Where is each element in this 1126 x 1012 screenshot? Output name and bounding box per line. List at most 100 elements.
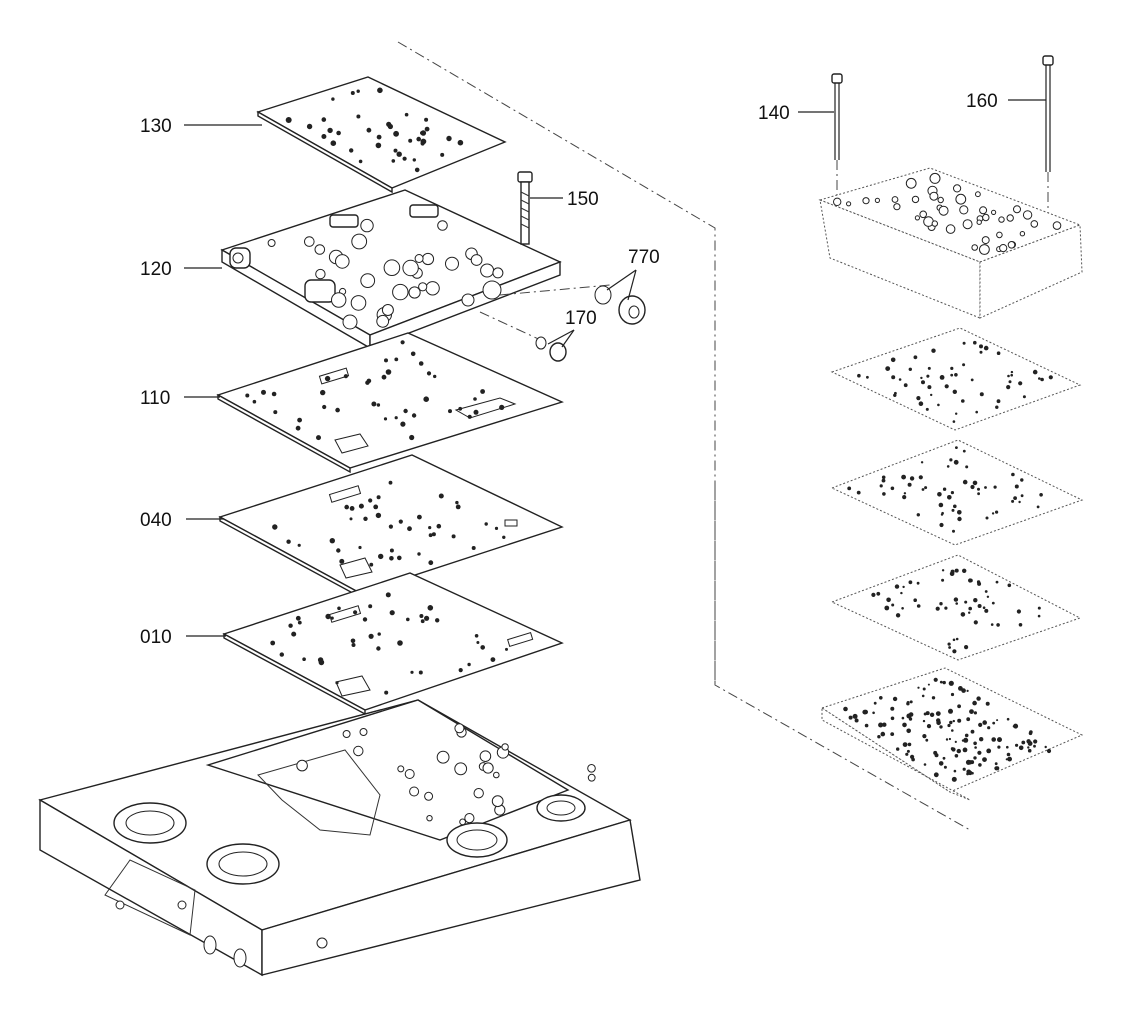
- plate-hole: [884, 605, 890, 611]
- plate-hole: [288, 623, 293, 628]
- plate-hole: [896, 747, 900, 751]
- plate-hole: [938, 761, 944, 766]
- plate-hole: [314, 244, 326, 255]
- plate-hole: [424, 615, 430, 621]
- plate-hole: [397, 555, 402, 561]
- plate-hole: [962, 449, 966, 453]
- plate-hole: [304, 236, 315, 247]
- plate-hole: [368, 498, 373, 503]
- plate-hole: [356, 89, 360, 93]
- plate-hole: [402, 259, 419, 277]
- plate-hole: [321, 117, 327, 122]
- plate-hole: [938, 205, 949, 216]
- plate-hole: [271, 391, 277, 397]
- plate-hole: [948, 708, 953, 714]
- plate-hole: [996, 351, 1001, 356]
- plate-hole: [376, 314, 390, 328]
- plate-hole: [891, 196, 899, 203]
- plate-hole: [953, 597, 959, 602]
- plate-hole: [1029, 730, 1033, 734]
- plate-hole: [979, 344, 983, 349]
- plate-hole: [951, 729, 954, 732]
- plate-hole: [392, 283, 409, 301]
- plate-hole: [911, 195, 920, 204]
- plate-hole: [965, 465, 969, 469]
- plate-hole: [872, 711, 875, 715]
- plate-hole: [377, 632, 381, 636]
- plate-hole: [916, 513, 920, 517]
- plate-hole: [376, 134, 382, 140]
- plate-hole: [297, 620, 302, 625]
- plate-hole: [369, 562, 374, 567]
- plate-hole: [404, 769, 415, 779]
- plate-hole: [998, 216, 1005, 223]
- plate-hole: [957, 510, 962, 515]
- plate-hole: [448, 409, 452, 414]
- plate-hole: [886, 597, 891, 603]
- plate-hole: [368, 604, 373, 609]
- plate-hole: [381, 374, 387, 380]
- plate-hole: [990, 623, 994, 626]
- plate-hole: [1020, 494, 1024, 498]
- plate-hole: [336, 130, 341, 136]
- plate-hole: [881, 475, 886, 480]
- plate-hole: [1014, 484, 1019, 489]
- plate-hole: [871, 592, 876, 598]
- callout-150: 150: [567, 189, 599, 210]
- plate-hole: [882, 722, 887, 727]
- part-140-long-bolt: [831, 73, 843, 195]
- plate-hole: [920, 461, 924, 464]
- plate-hole: [957, 516, 962, 522]
- callout-110: 110: [140, 388, 170, 409]
- plate-hole: [962, 363, 966, 367]
- plate-hole: [953, 769, 957, 773]
- plate-hole: [339, 558, 345, 564]
- plate-hole: [1033, 744, 1036, 748]
- plate-hole: [995, 405, 999, 409]
- plate-hole: [916, 604, 921, 608]
- plate-hole: [335, 254, 350, 269]
- plate-hole: [373, 504, 379, 510]
- inset-boundary: [397, 41, 971, 831]
- plate-hole: [906, 713, 912, 719]
- plate-hole: [435, 618, 440, 623]
- plate-hole: [942, 680, 946, 685]
- plate-hole: [854, 718, 859, 723]
- plate-hole: [995, 580, 999, 584]
- plate-hole: [1006, 745, 1009, 749]
- plate-hole: [363, 516, 368, 521]
- plate-hole: [962, 747, 968, 753]
- plate-hole: [955, 446, 958, 449]
- plate-hole: [977, 604, 982, 608]
- plate-hole: [344, 504, 350, 510]
- plate-hole: [833, 197, 842, 207]
- plate-hole: [907, 742, 912, 747]
- plate-hole: [404, 112, 409, 117]
- plate-hole: [384, 690, 389, 695]
- plate-hole: [391, 159, 396, 163]
- plate-hole: [983, 345, 989, 351]
- plate-hole: [979, 206, 988, 215]
- plate-hole: [427, 605, 434, 611]
- callout-010: 010: [140, 627, 172, 648]
- plate-hole: [964, 645, 969, 650]
- plate-hole: [440, 152, 445, 157]
- plate-hole: [316, 435, 321, 441]
- plate-hole: [400, 421, 406, 427]
- plate-hole: [976, 219, 982, 225]
- plate-hole: [986, 595, 990, 598]
- plate-hole: [1007, 756, 1012, 762]
- part-770-plug-and-oring: [499, 284, 646, 325]
- plate-hole: [491, 795, 504, 808]
- inset-plate-2: [830, 439, 1084, 546]
- plate-hole: [418, 361, 424, 366]
- plate-hole: [898, 378, 902, 381]
- plate-hole: [971, 244, 979, 251]
- plate-hole: [925, 407, 929, 411]
- plate-hole: [445, 256, 459, 271]
- plate-hole: [493, 771, 500, 779]
- plate-hole: [893, 203, 901, 211]
- plate-hole: [349, 148, 354, 153]
- callout-770: 770: [628, 247, 660, 268]
